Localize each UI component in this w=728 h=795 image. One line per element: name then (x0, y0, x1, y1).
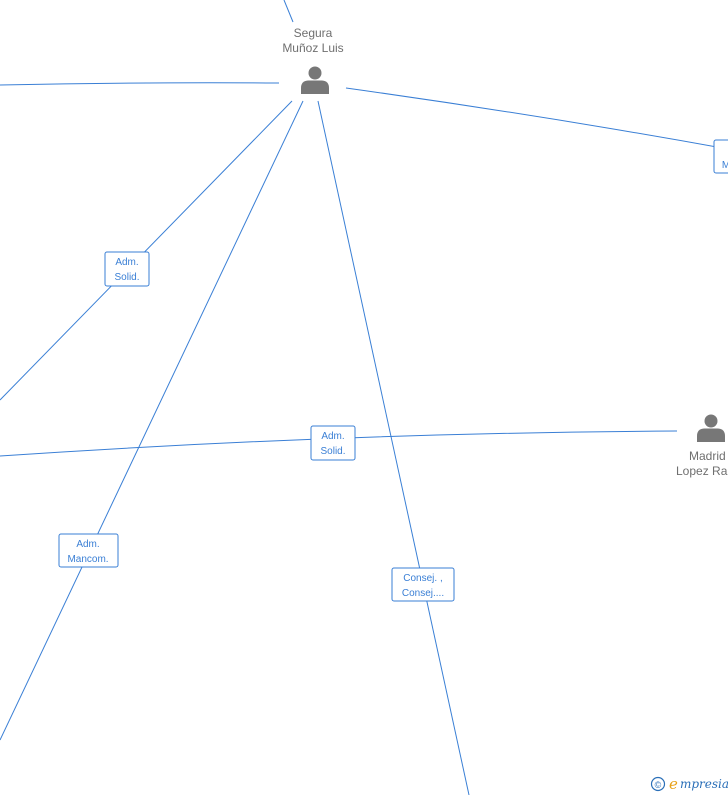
edge-label-line2: Consej.... (402, 588, 444, 599)
brand-initial: e (669, 775, 678, 793)
edge-label-adm-solid-2[interactable]: Adm. Solid. (310, 425, 356, 461)
edge-segura-left (0, 82, 280, 86)
edge-segura-adm-mancom (0, 100, 304, 741)
edge-label-line1: Adm. (76, 539, 99, 550)
copyright-symbol: © (655, 780, 662, 790)
edge-segura-top (283, 0, 294, 23)
edge-label-line1: M (722, 160, 728, 171)
person-name-line1: Segura (294, 26, 333, 40)
edge-label-adm-mancom[interactable]: Adm. Mancom. (58, 533, 119, 568)
edge-label-line2: Solid. (320, 446, 345, 457)
person-name-line2: Muñoz Luis (282, 41, 343, 55)
empresia-watermark: © e mpresia (650, 775, 728, 793)
person-node-segura[interactable]: Segura Muñoz Luis (282, 26, 344, 94)
person-icon (301, 66, 329, 94)
edge-label-line2: Mancom. (67, 554, 108, 565)
person-node-madrid[interactable]: Madrid Lopez Ra (676, 414, 728, 479)
person-name-line2: Lopez Ra (676, 464, 728, 478)
copyright-icon (650, 776, 666, 792)
edge-segura-adm-solid-1 (0, 100, 293, 401)
edge-label-line2: Solid. (114, 272, 139, 283)
edge-label-line1: Adm. (321, 431, 344, 442)
edge-segura-consej (317, 100, 470, 795)
edge-segura-right (345, 87, 728, 150)
edge-label-consej[interactable]: Consej. , Consej.... (391, 567, 455, 602)
person-icon (697, 414, 725, 442)
edge-label-line1: Adm. (115, 257, 138, 268)
edge-label-line1: Consej. , (403, 573, 442, 584)
person-name-line1: Madrid (689, 449, 726, 463)
brand-name: mpresia (680, 777, 728, 791)
edge-label-right-partial[interactable]: M (713, 139, 728, 174)
edge-label-adm-solid-1[interactable]: Adm. Solid. (104, 251, 150, 287)
